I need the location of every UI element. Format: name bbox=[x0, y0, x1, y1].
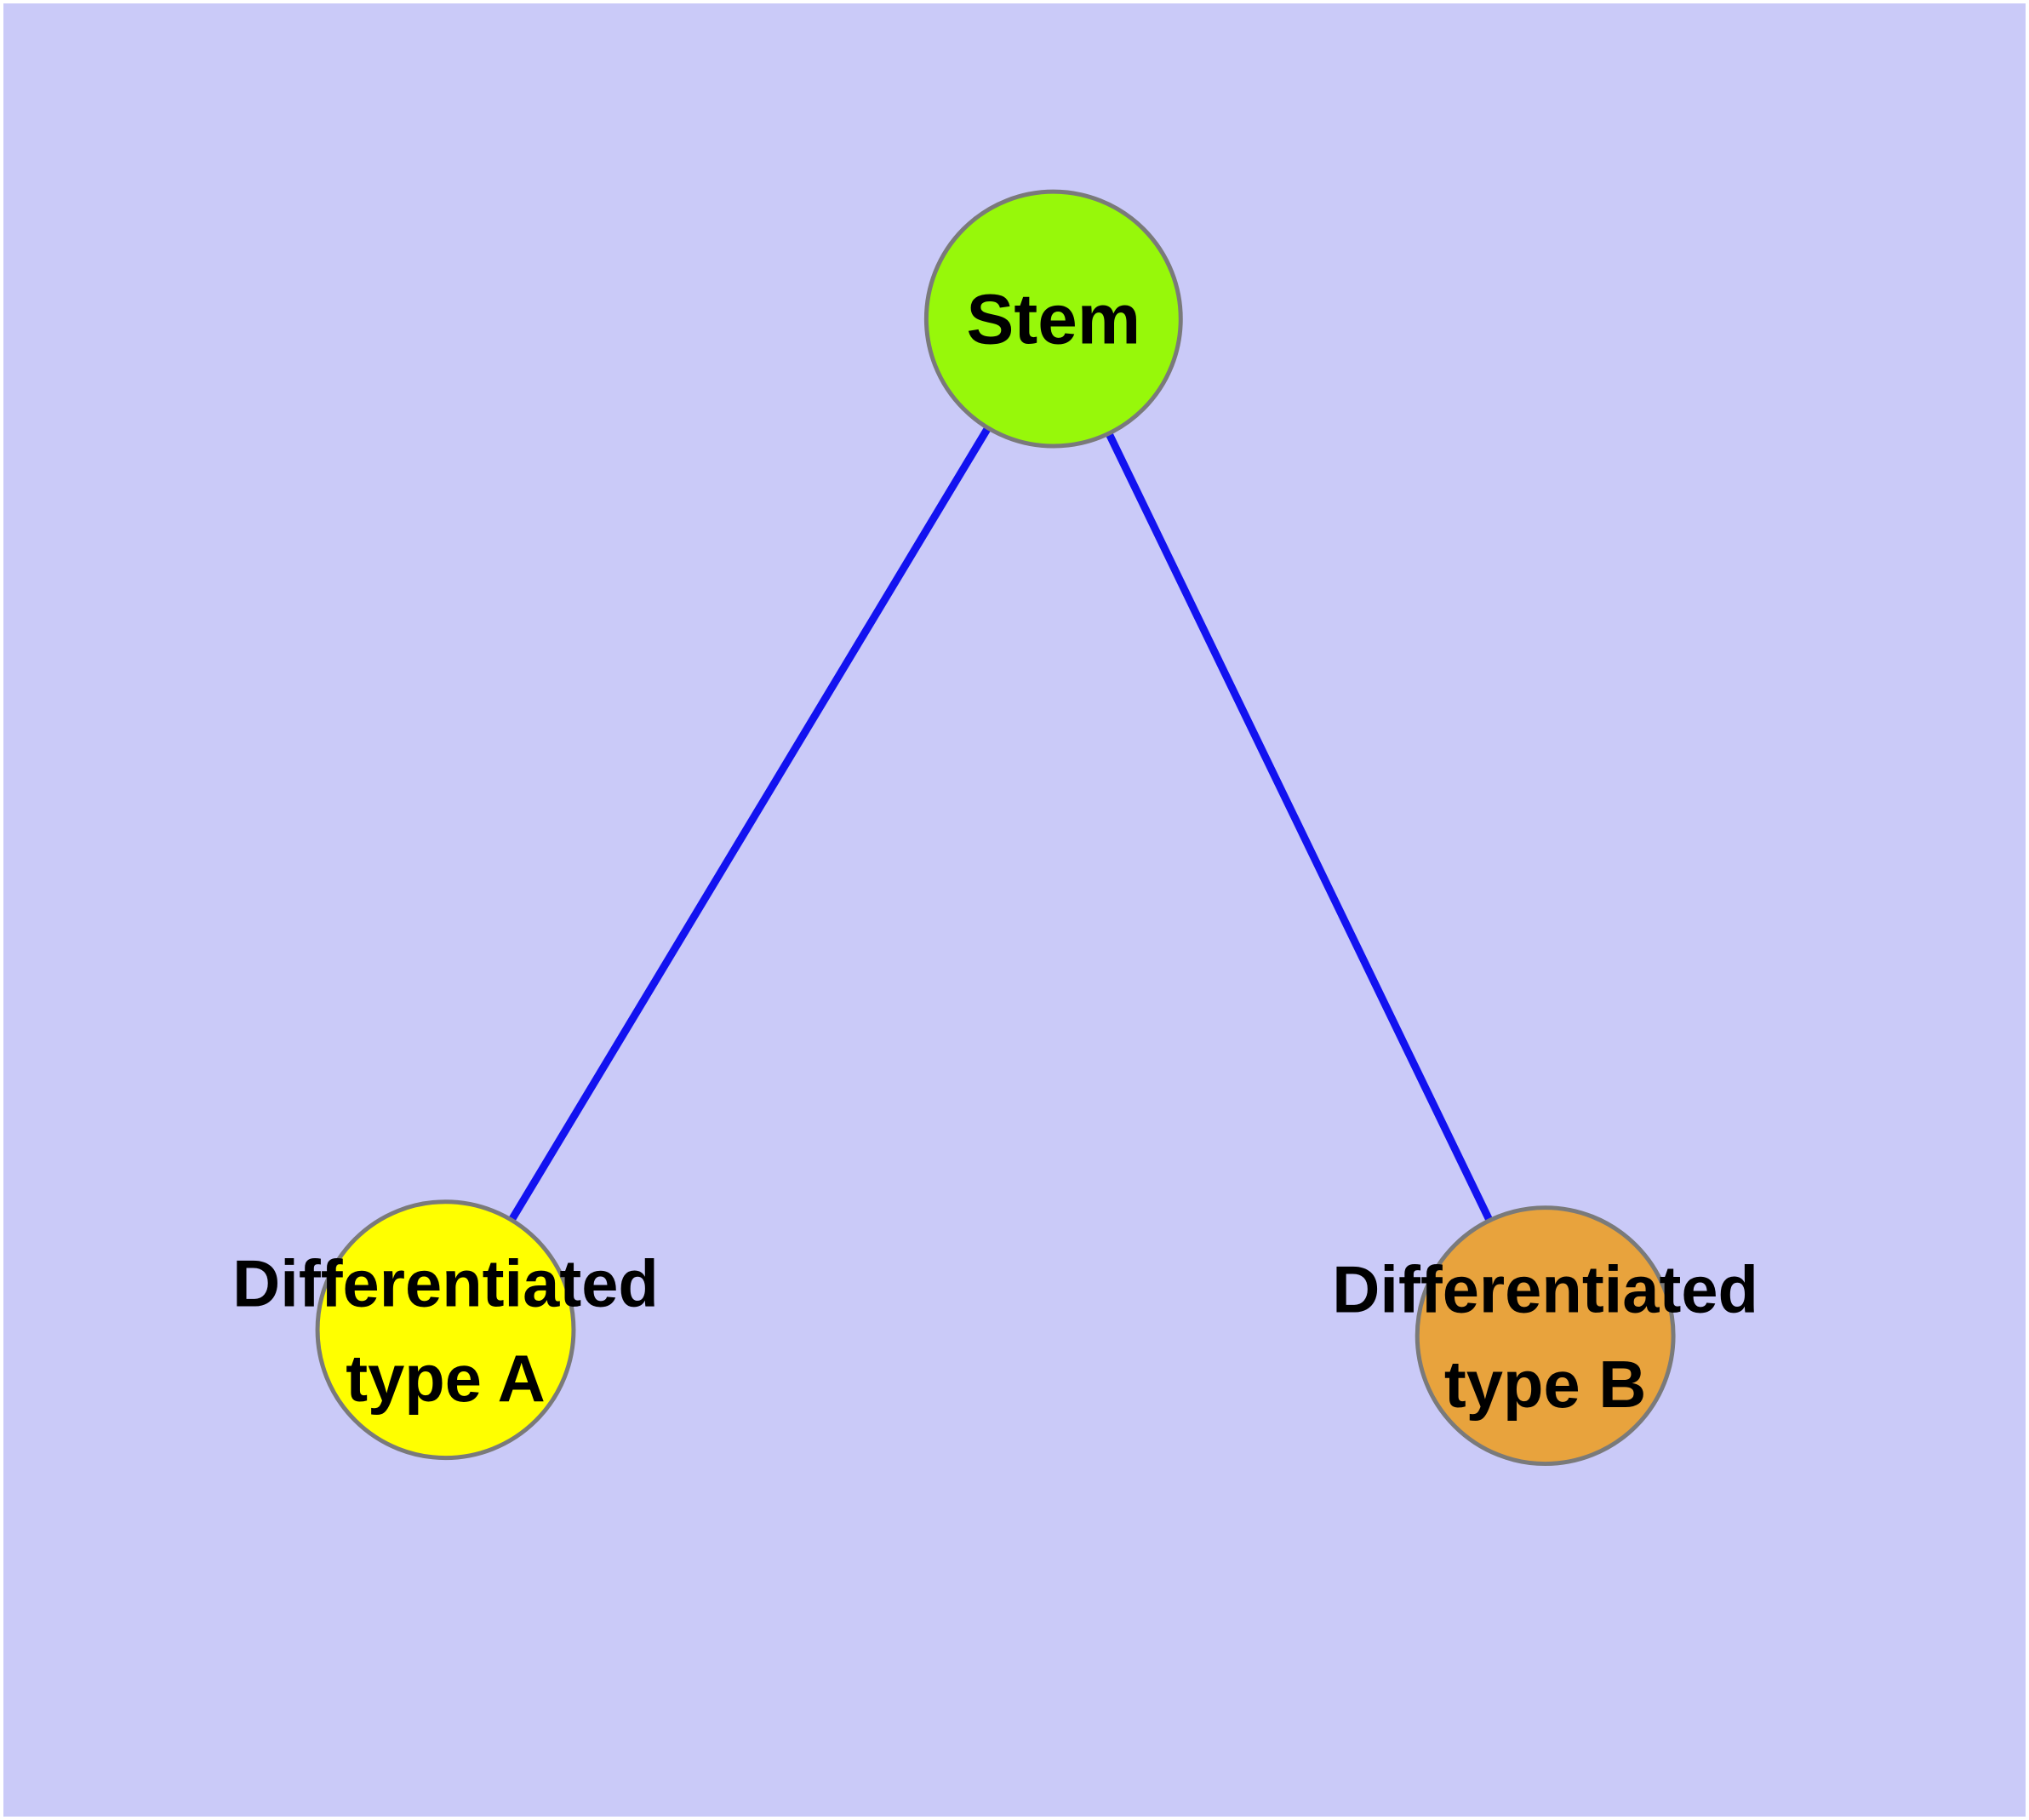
node-stem-label: Stem bbox=[967, 279, 1141, 359]
edge-stem-to-diff-a bbox=[442, 317, 1057, 1332]
node-diff-a-circle bbox=[315, 1199, 576, 1461]
node-stem: Stem bbox=[923, 189, 1183, 449]
node-stem-circle bbox=[923, 189, 1183, 449]
node-diff-b-label-line1: Differentiated bbox=[1332, 1253, 1758, 1326]
node-diff-b: Differentiated type B bbox=[1332, 1205, 1758, 1467]
node-diff-a-label-line2: type A bbox=[346, 1342, 546, 1416]
node-diff-a: Differentiated type A bbox=[232, 1199, 659, 1461]
node-diff-a-label-line1: Differentiated bbox=[232, 1247, 659, 1320]
edge-stem-to-diff-b bbox=[1049, 317, 1549, 1338]
node-diff-b-circle bbox=[1415, 1205, 1676, 1467]
node-diff-b-label-line2: type B bbox=[1444, 1348, 1646, 1422]
